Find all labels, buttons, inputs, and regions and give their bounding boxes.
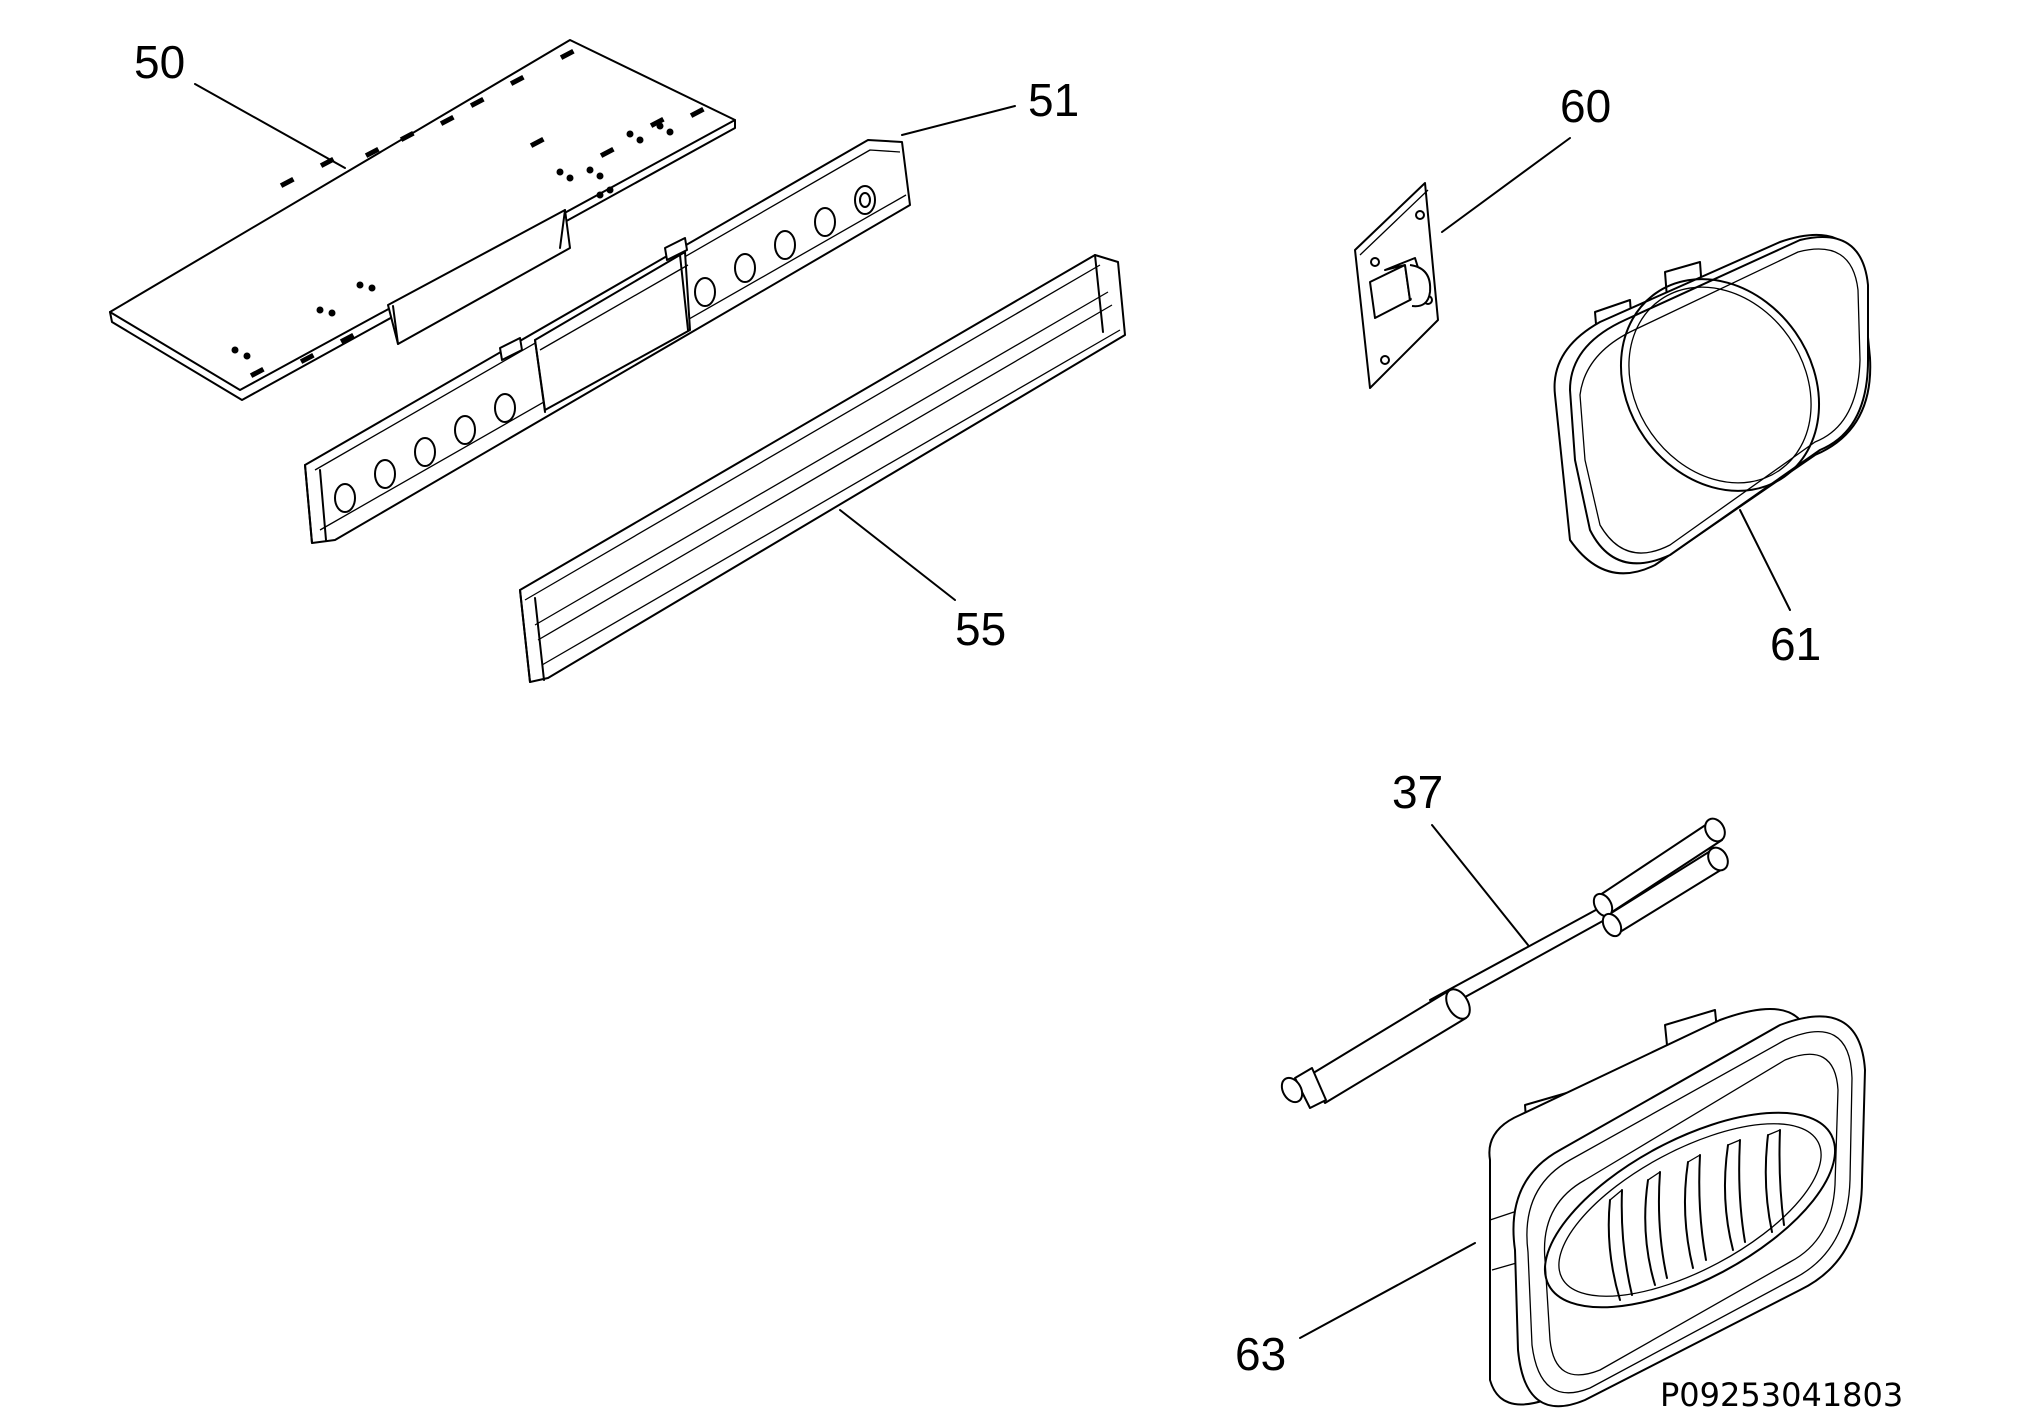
leader-55 xyxy=(839,509,956,601)
label-63: 63 xyxy=(1235,1328,1286,1380)
part-labels: 50 51 55 60 61 37 63 P09253041803 xyxy=(134,36,1903,1414)
leader-61 xyxy=(1739,509,1791,611)
part-51-button-strip xyxy=(304,139,911,544)
label-60: 60 xyxy=(1560,80,1611,132)
part-55-trim-profile xyxy=(519,254,1126,683)
part-50-control-board xyxy=(109,39,736,401)
leader-50 xyxy=(194,83,346,169)
leader-37 xyxy=(1431,824,1529,946)
label-50: 50 xyxy=(134,36,185,88)
label-51: 51 xyxy=(1028,74,1079,126)
leader-lines xyxy=(194,83,1791,1339)
part-60-switch xyxy=(1354,182,1439,389)
part-61-knob-bezel xyxy=(1553,233,1872,575)
label-61: 61 xyxy=(1770,618,1821,670)
label-55: 55 xyxy=(955,603,1006,655)
leader-60 xyxy=(1441,137,1571,233)
leader-63 xyxy=(1299,1242,1476,1339)
part-37-sensor-cable xyxy=(1280,817,1729,1109)
part-63-knob-housing xyxy=(1488,1008,1866,1408)
reference-code: P09253041803 xyxy=(1660,1376,1903,1414)
label-37: 37 xyxy=(1392,766,1443,818)
leader-51 xyxy=(901,105,1016,136)
